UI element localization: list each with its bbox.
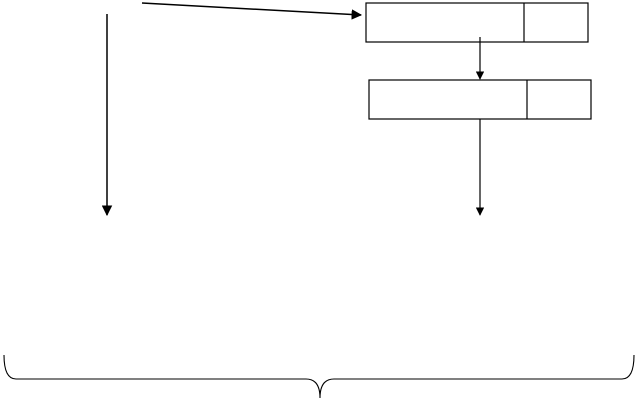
box-1 [365,2,589,43]
box-2-outline [368,79,592,120]
arrow-origin-to-box-1 [141,2,363,20]
curly-brace-bracket [3,354,635,399]
box-2 [368,79,592,120]
box-1-outline [365,2,589,43]
